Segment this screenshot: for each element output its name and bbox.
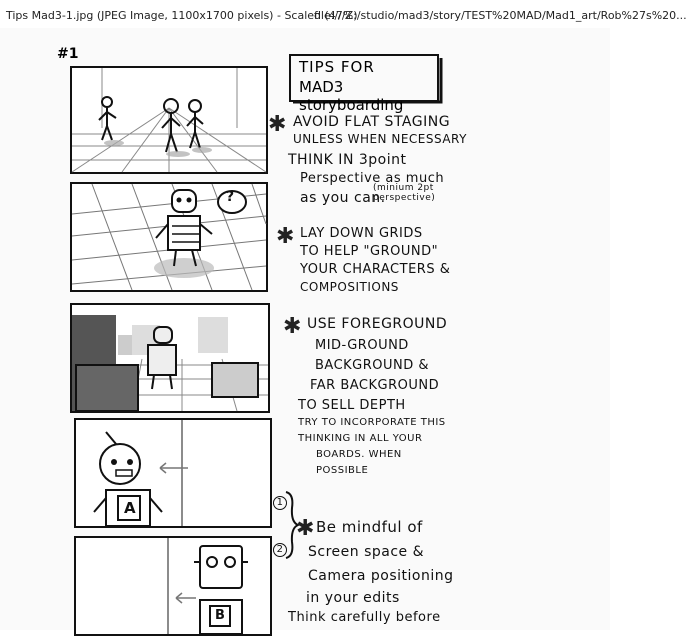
tip-4-marker-1: 1 xyxy=(273,496,287,510)
tip-3-line-4: FAR BACKGROUND xyxy=(310,378,440,393)
tip-3-line-3: BACKGROUND & xyxy=(315,358,430,373)
title-line-2: MAD3 storyboarding xyxy=(299,78,404,114)
tip-1-line-5: as you can. xyxy=(300,190,386,206)
panel-2-grid-robot: ? xyxy=(70,182,268,292)
tip-4-marker-2: 2 xyxy=(273,543,287,557)
sheet-number: #1 xyxy=(57,46,79,62)
storyboard-sheet: #1 TIPS FOR MAD3 storyboarding xyxy=(0,28,610,636)
panel-3-drawing xyxy=(72,315,268,412)
tip-2-line-1: LAY DOWN GRIDS xyxy=(300,226,423,241)
tip-2-line-3: YOUR CHARACTERS & xyxy=(300,262,451,277)
tip-1-line-4: Perspective as much xyxy=(300,171,445,186)
tip-4-line-5: Think carefully before xyxy=(288,610,441,625)
tip-1-star-icon: ✱ xyxy=(268,112,287,137)
panel-4-drawing xyxy=(93,420,188,527)
tip-3-line-5: TO SELL DEPTH xyxy=(298,398,406,413)
tip-3-line-2: MID-GROUND xyxy=(315,338,409,353)
panel-4-robot-a: A xyxy=(74,418,272,528)
tip-2-star-icon: ✱ xyxy=(276,224,295,249)
title-line-1: TIPS FOR xyxy=(299,58,375,76)
sign-a-label: A xyxy=(124,499,137,517)
tip-4-brace xyxy=(285,491,301,559)
panel-3-depth xyxy=(70,303,270,413)
tip-2-line-4: COMPOSITIONS xyxy=(300,280,399,294)
panel-2-drawing xyxy=(71,183,267,291)
title-box: TIPS FOR MAD3 storyboarding xyxy=(287,52,443,114)
panel-5-drawing xyxy=(167,538,248,635)
tip-4-line-1: Be mindful of xyxy=(316,518,423,536)
tip-2-line-2: TO HELP "GROUND" xyxy=(300,244,439,259)
tip-4-line-4: in your edits xyxy=(306,590,400,606)
speech-bubble-text: ? xyxy=(226,189,235,205)
tip-4-star-icon: ✱ xyxy=(296,516,315,541)
tip-3-sub-2: THINKING IN ALL YOUR xyxy=(298,433,423,444)
window-title: Tips Mad3-1.jpg (JPEG Image, 1100x1700 p… xyxy=(6,9,358,22)
browser-title-bar: Tips Mad3-1.jpg (JPEG Image, 1100x1700 p… xyxy=(0,0,687,28)
tip-1-line-3: THINK IN 3point xyxy=(288,152,407,168)
panel-1-drawing xyxy=(71,68,267,173)
sign-b-label: B xyxy=(215,608,226,623)
tip-3-sub-4: POSSIBLE xyxy=(316,465,369,476)
tip-3-star-icon: ✱ xyxy=(283,314,302,339)
panel-5-robot-b: B xyxy=(74,536,272,636)
tip-3-line-1: USE FOREGROUND xyxy=(307,316,448,332)
title-box-outline xyxy=(289,54,443,104)
tip-4-line-2: Screen space & xyxy=(308,544,425,560)
tip-1-line-2: UNLESS WHEN NECESSARY xyxy=(293,132,467,146)
tip-1-line-1: AVOID FLAT STAGING xyxy=(293,114,451,130)
panel-1-perspective xyxy=(70,66,268,174)
tip-3-sub-1: TRY TO INCORPORATE THIS xyxy=(298,417,446,428)
tip-4-line-3: Camera positioning xyxy=(308,568,454,584)
tip-1-note: (minium 2pt perspective) xyxy=(373,183,436,203)
url-text: file:///Z:/studio/mad3/story/TEST%20MAD/… xyxy=(314,9,687,22)
tip-3-sub-3: BOARDS. WHEN xyxy=(316,449,402,460)
